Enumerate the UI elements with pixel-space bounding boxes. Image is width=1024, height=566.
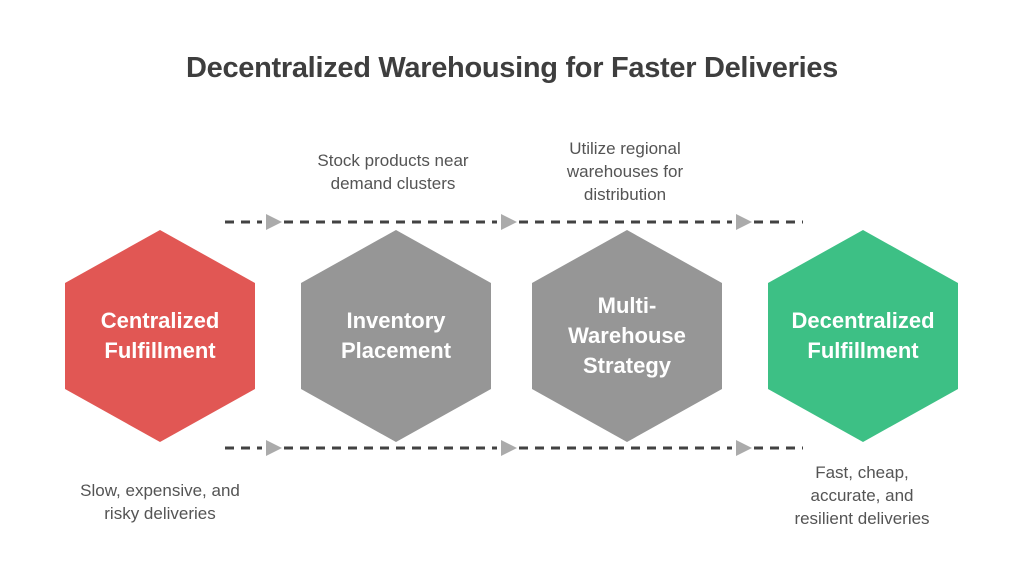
hex-node-label: Decentralized Fulfillment (791, 308, 935, 363)
hex-node-label: Centralized Fulfillment (100, 308, 220, 363)
hex-node-label: Inventory Placement (340, 308, 452, 363)
hex-node-label: Multi- Warehouse Strategy (568, 293, 686, 378)
top-arrowheads (266, 214, 752, 230)
bottom-arrowheads (266, 440, 752, 456)
annotation-stock-products: Stock products near demand clusters (317, 151, 469, 193)
arrow-right-icon (501, 214, 517, 230)
hex-node-multi-warehouse-strategy: Multi- Warehouse Strategy (532, 230, 722, 442)
hex-node-centralized-fulfillment: Centralized Fulfillment (65, 230, 255, 442)
hex-node-decentralized-fulfillment: Decentralized Fulfillment (768, 230, 958, 442)
annotation-slow-deliveries: Slow, expensive, and risky deliveries (80, 481, 240, 523)
arrow-right-icon (736, 214, 752, 230)
arrow-right-icon (501, 440, 517, 456)
annotation-regional-warehouses: Utilize regional warehouses for distribu… (566, 139, 684, 204)
arrow-right-icon (266, 214, 282, 230)
arrow-right-icon (736, 440, 752, 456)
arrow-right-icon (266, 440, 282, 456)
page-title: Decentralized Warehousing for Faster Del… (185, 52, 839, 84)
hex-node-inventory-placement: Inventory Placement (301, 230, 491, 442)
annotation-fast-deliveries: Fast, cheap, accurate, and resilient del… (794, 463, 930, 528)
